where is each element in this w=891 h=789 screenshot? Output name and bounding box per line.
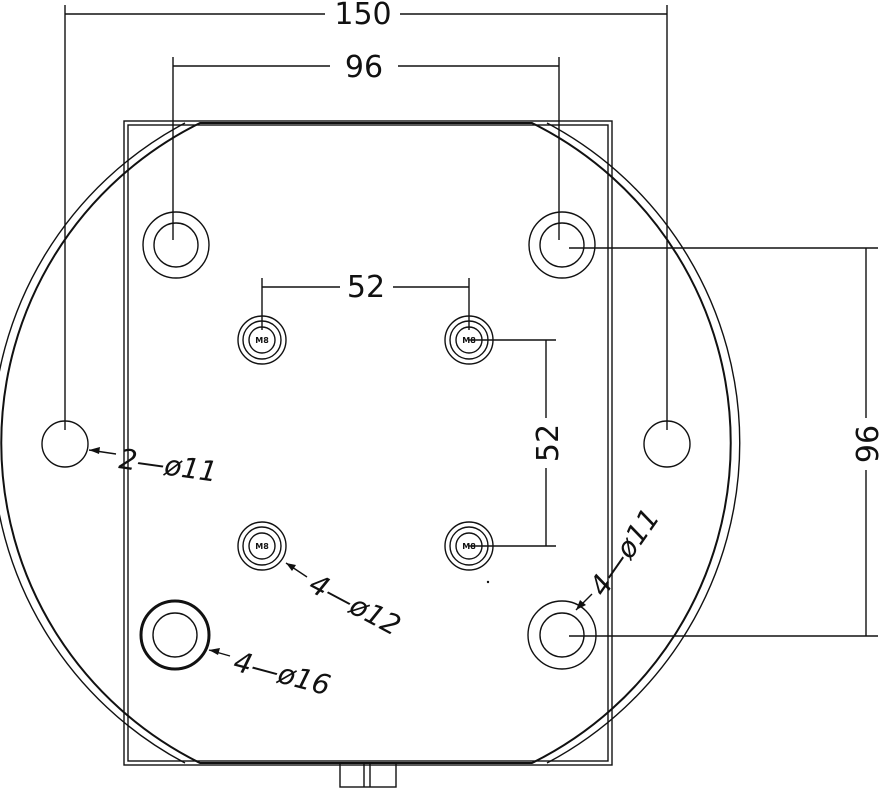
threaded-hole: M8 [444,521,494,571]
upper-corner-holes [142,211,596,279]
callout-threaded-holes-label: 4—ø12 [304,567,407,642]
callout-side-holes: 2—ø11 [88,442,219,489]
dim-150-label: 150 [334,0,391,32]
thread-label: M8 [462,336,476,345]
dim-52-vertical: 52 [469,339,566,547]
round-plate [0,122,741,764]
dim-52-horizontal: 52 [261,270,470,330]
lower-corner-holes [139,599,597,671]
callout-counterbored-holes: 4—ø16 [208,645,334,702]
dim-150: 150 [64,0,668,430]
thread-label: M8 [255,336,269,345]
threaded-hole: M8 [237,521,287,571]
bottom-connector [339,762,397,788]
callout-side-holes-label: 2—ø11 [117,442,219,488]
dim-96-vertical-label: 96 [851,425,886,463]
threaded-hole: M8 [237,315,287,365]
callout-threaded-holes: 4—ø12 [285,562,407,642]
thread-label: M8 [462,542,476,551]
square-base-plate [123,120,613,766]
side-holes [41,420,691,468]
dim-96-horizontal: 96 [172,50,560,240]
threaded-holes: M8 M8 M8 M8 [237,315,494,571]
thread-label: M8 [255,542,269,551]
dim-52-vertical-label: 52 [531,424,566,462]
callout-counterbored-holes-label: 4—ø16 [230,645,334,702]
dim-52-horizontal-label: 52 [347,270,385,305]
callout-corner-holes: 4—ø11 [575,502,667,611]
threaded-hole: M8 [444,315,494,365]
dim-96-vertical: 96 [569,247,886,637]
callout-corner-holes-label: 4—ø11 [583,502,667,602]
dim-96-horizontal-label: 96 [345,50,383,85]
small-mark [486,580,490,584]
